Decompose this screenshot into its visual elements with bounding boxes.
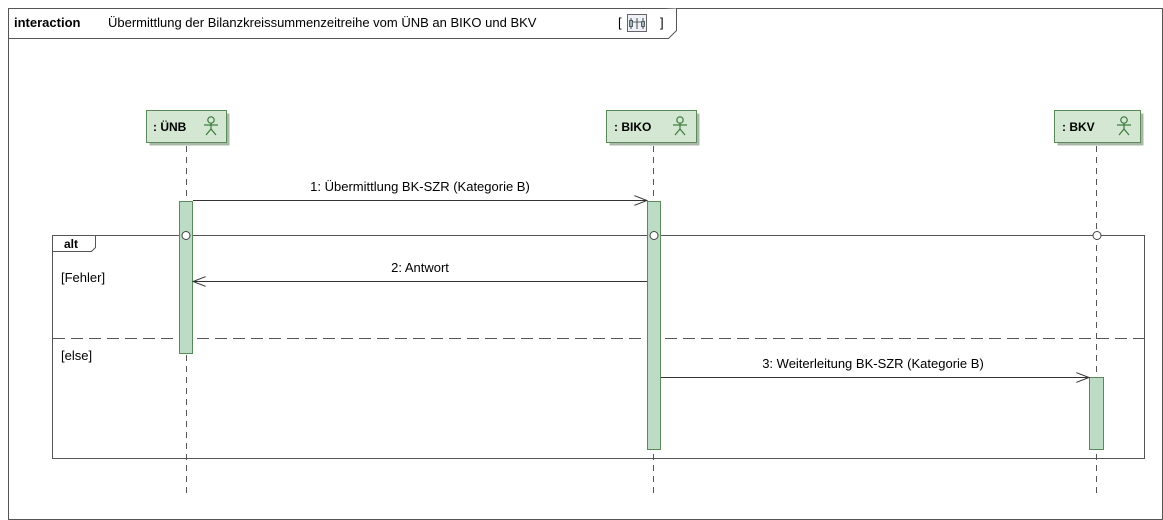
lifeline-label-unb: : ÜNB [153,119,187,134]
activation-bar-bkv [1089,377,1104,450]
alt-operator: alt [64,237,78,251]
frame-header-tab [8,8,677,39]
lifeline-head-bkv[interactable]: : BKV [1054,110,1144,146]
guard-else: [else] [61,348,92,363]
message-2[interactable]: 2: Antwort [193,260,647,282]
alt-operator-tab [52,235,96,252]
interaction-diagram-icon[interactable] [627,14,647,32]
actor-icon [1117,116,1131,136]
message-3-label: 3: Weiterleitung BK-SZR (Kategorie B) [762,356,984,371]
actor-icon [673,116,687,136]
lifeline-label-biko: : BIKO [614,120,651,134]
frame-title: Übermittlung der Bilanzkreissummenzeitre… [108,15,537,30]
fragment-gate-unb [181,231,191,240]
activation-bar-unb [179,201,193,354]
frame-keyword: interaction [14,15,81,30]
message-3[interactable]: 3: Weiterleitung BK-SZR (Kategorie B) [661,356,1089,378]
actor-icon [204,116,218,136]
guard-fehler: [Fehler] [61,270,105,285]
lifeline-head-biko[interactable]: : BIKO [606,110,700,146]
lifeline-label-bkv: : BKV [1062,120,1095,134]
message-2-label: 2: Antwort [391,260,449,275]
frame-bracket-close: ] [660,15,664,30]
message-1[interactable]: 1: Übermittlung BK-SZR (Kategorie B) [193,179,647,201]
fragment-gate-bkv [1092,231,1102,240]
fragment-gate-biko [649,231,659,240]
alt-fragment [52,235,1145,459]
frame-bracket-open: [ [618,15,622,30]
message-1-label: 1: Übermittlung BK-SZR (Kategorie B) [310,179,530,194]
lifeline-head-unb[interactable]: : ÜNB [146,110,230,146]
activation-bar-biko [647,201,661,450]
